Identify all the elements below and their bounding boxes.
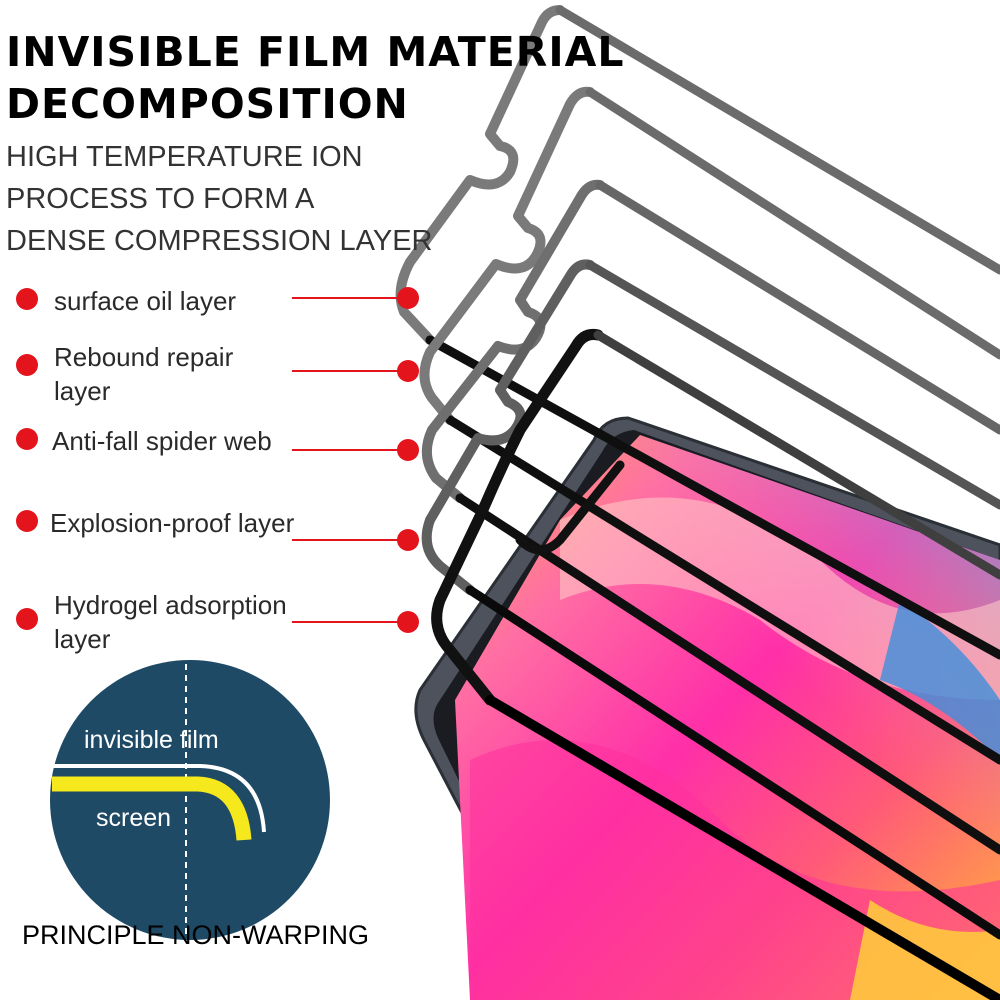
film-frame-2 [419, 86, 1000, 765]
layer-label-explosion-proof: Explosion-proof layer [50, 508, 295, 538]
callout-surface-oil [292, 287, 419, 309]
layer-label-anti-fall: Anti-fall spider web [52, 426, 272, 456]
diagram-circle [50, 660, 330, 940]
bullet-dot [16, 510, 38, 532]
screen-curve [52, 776, 252, 841]
process-description: HIGH TEMPERATURE ION PROCESS TO FORM A D… [6, 136, 433, 262]
callout-anti-fall [292, 439, 419, 461]
non-warping-diagram: invisible film screen [50, 660, 330, 940]
bullet-dot [16, 354, 38, 376]
film-label: invisible film [84, 726, 219, 754]
callout-explosion-proof [292, 529, 419, 551]
layer-label-rebound-repair: Rebound repair layer [54, 342, 234, 406]
description-line-3: DENSE COMPRESSION LAYER [6, 225, 433, 257]
title-line-2: DECOMPOSITION [6, 80, 409, 128]
page-title: INVISIBLE FILM MATERIAL DECOMPOSITION [6, 26, 624, 130]
description-line-1: HIGH TEMPERATURE ION [6, 141, 363, 173]
description-line-2: PROCESS TO FORM A [6, 183, 315, 215]
bullet-dot [16, 428, 38, 450]
film-frame-5 [431, 329, 1000, 1000]
bullet-dot [16, 608, 38, 630]
film-frame-1 [395, 5, 1000, 660]
callout-hydrogel [292, 611, 419, 633]
title-line-1: INVISIBLE FILM MATERIAL [6, 28, 625, 76]
layer-label-surface-oil: surface oil layer [54, 286, 237, 316]
screen-label: screen [96, 804, 171, 832]
bullet-dot [16, 288, 38, 310]
callout-rebound-repair [292, 360, 419, 382]
film-curve [52, 764, 266, 833]
layer-label-hydrogel: Hydrogel adsorption layer [54, 590, 287, 654]
principle-caption: PRINCIPLE NON-WARPING [22, 920, 370, 950]
